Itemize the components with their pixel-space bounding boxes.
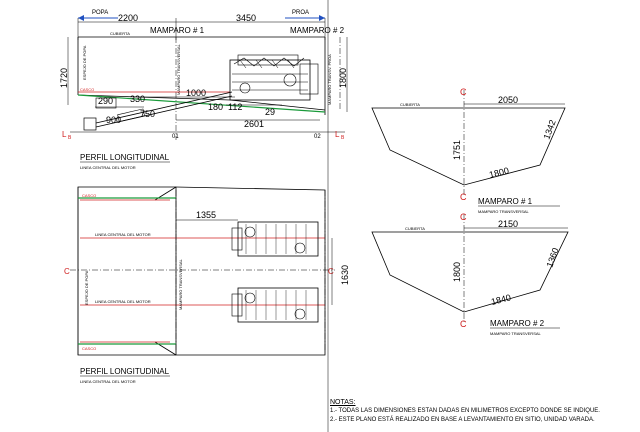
station-01: 01 bbox=[172, 134, 179, 140]
popa-arrow: POPA bbox=[78, 10, 118, 21]
plan-view-bottom: CASCO CASCO LINEA CENTRAL DEL MOTOR LINE… bbox=[64, 186, 350, 384]
dimension-1720: 1720 bbox=[59, 68, 69, 88]
note-2: 2.- ESTE PLANO ESTÁ REALIZADO EN BASE A … bbox=[330, 417, 595, 423]
section-2-dim-1800: 1800 bbox=[452, 262, 462, 282]
mamparo-transversal-label-plan: MAMPARO TRANSVERSAL bbox=[178, 258, 183, 310]
cubierta-label: CUBIERTA bbox=[110, 31, 130, 36]
dimension-1800-profile: 1800 bbox=[338, 68, 348, 88]
notes-title: NOTAS: bbox=[330, 399, 356, 406]
mamparo-1-label: MAMPARO # 1 bbox=[150, 26, 205, 35]
hull-bottom-line bbox=[77, 94, 231, 101]
dimension-180: 180 bbox=[208, 102, 223, 112]
section-1-c-top: C bbox=[460, 87, 467, 97]
profile-bottom-subtitle: LINEA CENTRAL DEL MOTOR bbox=[80, 379, 136, 384]
mamparo-transv-proa-label: MAMPARO TRANSV. PROA bbox=[327, 54, 332, 105]
engine-plan-top bbox=[231, 221, 319, 257]
linea-central-label-1: LINEA CENTRAL DEL MOTOR bbox=[95, 232, 151, 237]
proa-label: PROA bbox=[292, 10, 309, 16]
baseline-l-right-sub: B bbox=[341, 135, 345, 141]
section-2-title: MAMPARO # 2 bbox=[490, 319, 545, 328]
profile-view-top: POPA PROA 2200 3450 MAMPARO # 1 MAMPARO … bbox=[59, 10, 348, 170]
dimension-1630: 1630 bbox=[340, 265, 350, 285]
hull-green-line bbox=[77, 94, 326, 113]
dimension-330: 330 bbox=[130, 94, 145, 104]
plan-c-left: C bbox=[64, 267, 70, 276]
dimension-112: 112 bbox=[228, 102, 242, 112]
dimension-2200: 2200 bbox=[118, 13, 138, 23]
baseline-l-left: L bbox=[62, 130, 67, 139]
engine-plan-bottom bbox=[231, 287, 319, 323]
dimension-3450: 3450 bbox=[236, 13, 256, 23]
note-1: 1.- TODAS LAS DIMENSIONES ESTAN DADAS EN… bbox=[330, 408, 600, 414]
dimension-1000: 1000 bbox=[186, 88, 206, 98]
plan-c-right: C bbox=[328, 267, 334, 276]
section-2-outline bbox=[371, 231, 569, 313]
profile-bottom-title: PERFIL LONGITUDINAL bbox=[80, 367, 170, 376]
dimension-900: 900 bbox=[106, 115, 121, 125]
station-02: 02 bbox=[314, 134, 321, 140]
section-2-c-top: C bbox=[460, 212, 467, 222]
linea-central-label-2: LINEA CENTRAL DEL MOTOR bbox=[95, 299, 151, 304]
section-1-dim-2050: 2050 bbox=[498, 95, 518, 105]
section-1-c-bottom: C bbox=[460, 192, 467, 202]
mamparo-transversal-label-top: MAMPARO TRANSVERSAL bbox=[176, 43, 181, 95]
popa-label: POPA bbox=[92, 10, 108, 16]
dimension-290: 290 bbox=[98, 96, 113, 106]
section-mamparo-1: C C CUBIERTA 2050 1751 1342 1800 MAMPARO… bbox=[371, 87, 566, 214]
section-1-dim-1800: 1800 bbox=[488, 165, 510, 180]
section-1-title: MAMPARO # 1 bbox=[478, 197, 533, 206]
dimension-750: 750 bbox=[140, 109, 155, 119]
section-2-cubierta: CUBIERTA bbox=[405, 226, 425, 231]
proa-arrow: PROA bbox=[285, 10, 325, 21]
section-1-cubierta: CUBIERTA bbox=[400, 102, 420, 107]
dimension-29: 29 bbox=[265, 107, 275, 117]
profile-top-title: PERFIL LONGITUDINAL bbox=[80, 153, 170, 162]
section-2-c-bottom: C bbox=[460, 319, 467, 329]
casco-top-label: CASCO bbox=[82, 193, 96, 198]
section-mamparo-2: C C CUBIERTA 2150 1800 1360 1840 MAMPARO… bbox=[371, 212, 569, 336]
engine-side-view bbox=[229, 54, 319, 101]
mamparo-2-label: MAMPARO # 2 bbox=[290, 26, 345, 35]
dimension-2601: 2601 bbox=[244, 119, 264, 129]
baseline-l-right: L bbox=[335, 130, 340, 139]
section-2-dim-1840: 1840 bbox=[490, 292, 512, 307]
espejo-popa-label-top: ESPEJO DE POPA bbox=[82, 45, 87, 80]
section-1-dim-1751: 1751 bbox=[452, 140, 462, 160]
section-2-subtitle: MAMPARO TRANSVERSAL bbox=[490, 331, 542, 336]
casco-bottom-label: CASCO bbox=[82, 346, 96, 351]
casco-label-top: CASCO bbox=[80, 87, 94, 92]
espejo-popa-label-plan: ESPEJO DE POPA bbox=[84, 270, 89, 305]
section-1-subtitle: MAMPARO TRANSVERSAL bbox=[478, 209, 530, 214]
section-2-dim-1360: 1360 bbox=[544, 246, 560, 268]
section-1-outline bbox=[371, 107, 566, 186]
notes-block: NOTAS: 1.- TODAS LAS DIMENSIONES ESTAN D… bbox=[330, 398, 635, 425]
dimension-1355: 1355 bbox=[196, 210, 216, 220]
section-2-dim-2150: 2150 bbox=[498, 219, 518, 229]
profile-top-subtitle: LINEA CENTRAL DEL MOTOR bbox=[80, 165, 136, 170]
baseline-l-left-sub: B bbox=[68, 135, 72, 141]
